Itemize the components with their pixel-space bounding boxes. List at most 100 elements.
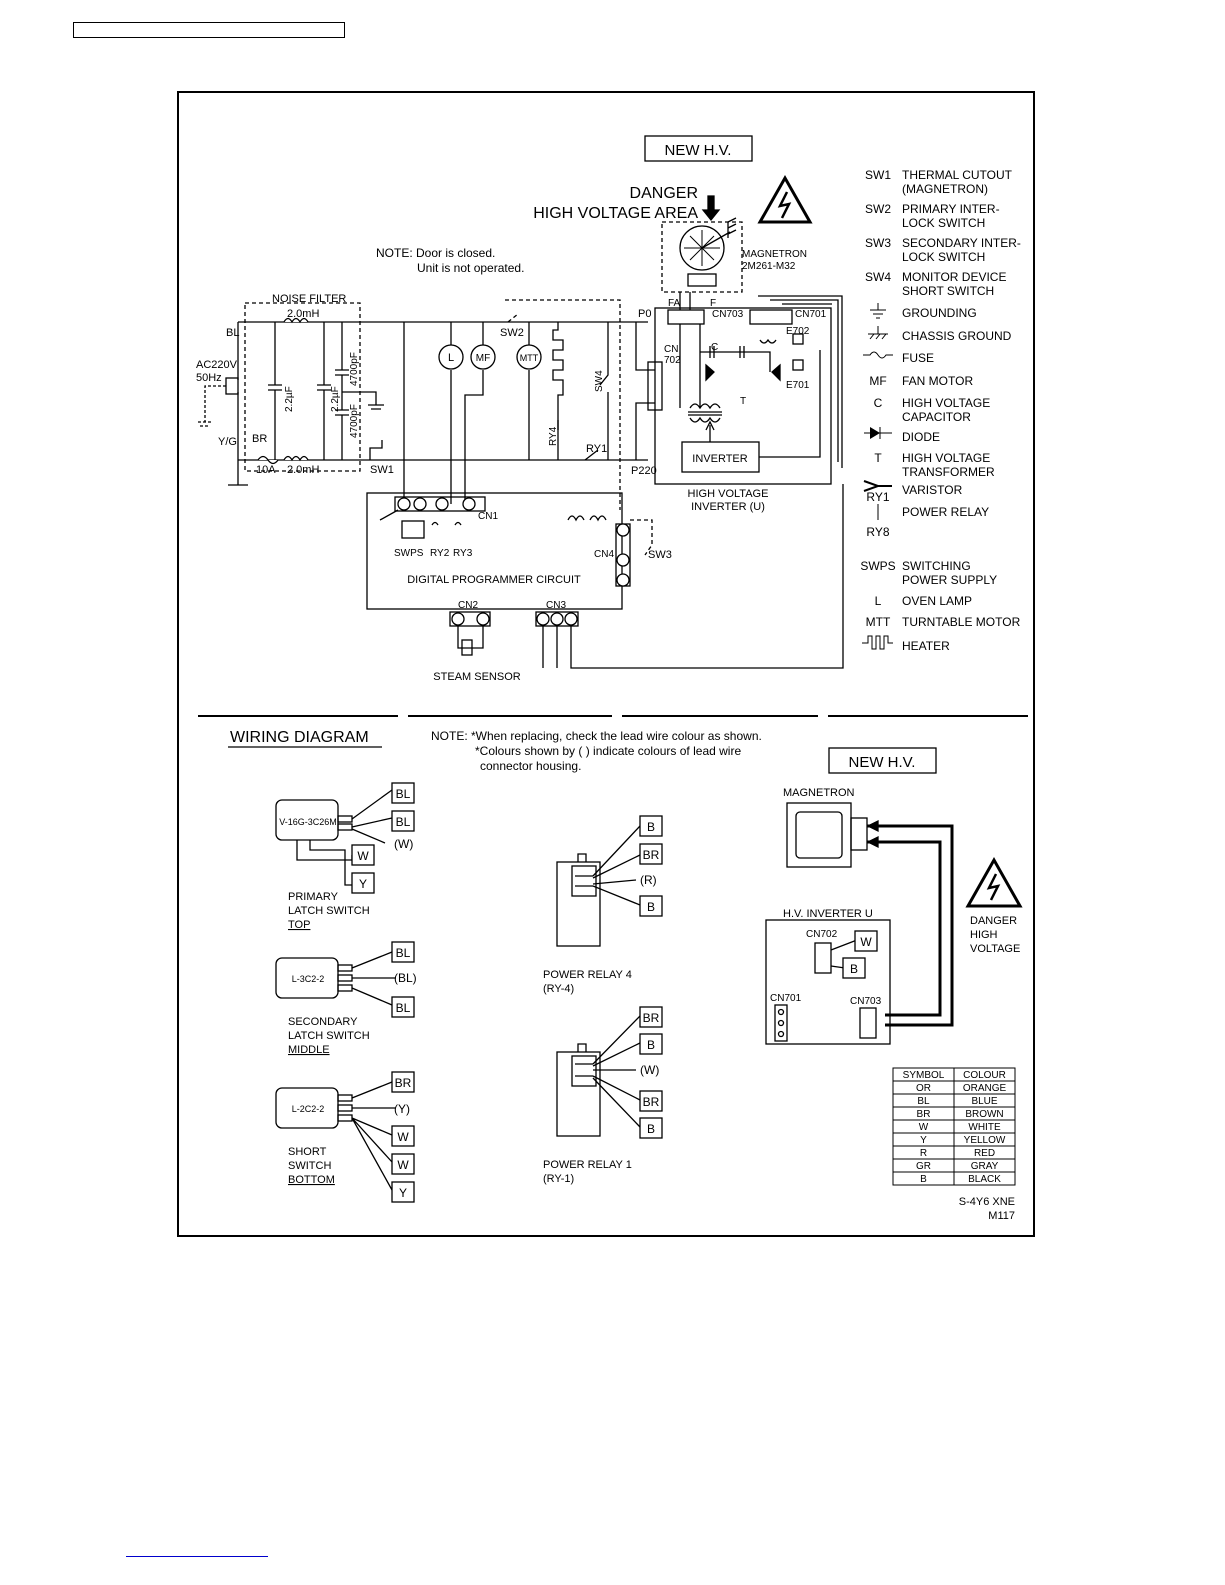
legend-symbol: MF bbox=[869, 374, 886, 388]
wire-colour-tag: W bbox=[854, 930, 878, 952]
wire-colour-label: Y bbox=[359, 877, 367, 891]
legend-description: (MAGNETRON) bbox=[902, 182, 988, 196]
high-voltage-warning-icon bbox=[757, 174, 813, 224]
legend-item: GROUNDING bbox=[870, 303, 977, 320]
wire-colour-label: W bbox=[860, 935, 872, 949]
danger-high-label-3: VOLTAGE bbox=[970, 943, 1020, 955]
table-cell: Y bbox=[920, 1135, 927, 1146]
fuse-icon bbox=[863, 351, 893, 359]
transformer-label: T bbox=[740, 396, 746, 407]
table-cell: YELLOW bbox=[964, 1135, 1006, 1146]
wire-colour-label: (BL) bbox=[394, 971, 417, 985]
table-cell: R bbox=[920, 1148, 927, 1159]
danger-high-voltage-icon bbox=[965, 856, 1023, 908]
cap-1-label: 2.2µF bbox=[284, 386, 295, 412]
short-switch-label-1: SHORT bbox=[288, 1146, 327, 1158]
cap-2 bbox=[317, 322, 331, 460]
relay1-label-1: POWER RELAY 1 bbox=[543, 1159, 632, 1171]
wire-colour-label: BR bbox=[643, 848, 660, 862]
relay-coils bbox=[567, 515, 607, 522]
danger-label: DANGER bbox=[630, 185, 698, 202]
wire-colour-label: B bbox=[850, 962, 858, 976]
primary-switch-label-1: PRIMARY bbox=[288, 891, 339, 903]
wire-colour-label: BL bbox=[396, 946, 411, 960]
sw2-link bbox=[505, 299, 621, 510]
secondary-switch-label-3: MIDDLE bbox=[288, 1044, 330, 1056]
table-cell: B bbox=[920, 1174, 927, 1185]
legend-item: CHASSIS GROUND bbox=[868, 326, 1012, 343]
steam-sensor bbox=[461, 639, 473, 656]
cn702-wires bbox=[635, 322, 655, 460]
legend-item: FUSE bbox=[863, 351, 934, 365]
legend-symbol: C bbox=[874, 396, 883, 410]
wire-colour-tag: B bbox=[842, 957, 866, 979]
wire-colour-label: B bbox=[647, 820, 655, 834]
wire-colour-label: (W) bbox=[394, 837, 413, 851]
e702-label: E702 bbox=[786, 326, 810, 337]
heater-icon bbox=[862, 635, 893, 650]
transformer-symbol bbox=[688, 403, 722, 423]
legend-item: DIODE bbox=[864, 427, 940, 444]
cn1-label: CN1 bbox=[478, 511, 498, 522]
wire-colour-tag: W bbox=[391, 1125, 415, 1147]
cn702-label-b: 702 bbox=[664, 355, 681, 366]
legend-description: GROUNDING bbox=[902, 306, 977, 320]
relay1-label-2: (RY-1) bbox=[543, 1173, 574, 1185]
primary-switch-label-3: TOP bbox=[288, 919, 310, 931]
wire-colour-label: BL bbox=[396, 815, 411, 829]
ac-label: AC220V bbox=[196, 359, 238, 371]
danger-high-label-2: HIGH bbox=[970, 929, 998, 941]
sw2-label: SW2 bbox=[500, 327, 524, 339]
table-cell: BLACK bbox=[968, 1174, 1001, 1185]
inductor-2 bbox=[283, 455, 309, 462]
relay4-label-1: POWER RELAY 4 bbox=[543, 969, 632, 981]
digital-programmer-box bbox=[366, 492, 623, 610]
wire-colour-tag: B bbox=[639, 895, 663, 917]
legend-symbol: SW2 bbox=[865, 202, 891, 216]
legend-symbol: MTT bbox=[866, 615, 891, 629]
note-line-2: Unit is not operated. bbox=[417, 261, 524, 275]
wire-colour-label: BR bbox=[395, 1076, 412, 1090]
legend-description: OVEN LAMP bbox=[902, 594, 972, 608]
table-cell: BL bbox=[917, 1096, 930, 1107]
diagram-frame bbox=[177, 91, 1035, 1237]
wire-colour-tag: BR bbox=[391, 1071, 415, 1093]
note-line-1: NOTE: Door is closed. bbox=[376, 246, 495, 260]
legend-description: VARISTOR bbox=[902, 483, 963, 497]
legend-description: SWITCHING bbox=[902, 559, 971, 573]
br-label: BR bbox=[252, 433, 267, 445]
cap-4-label: 4700pF bbox=[349, 404, 360, 438]
table-row: GR GRAY bbox=[892, 1158, 1016, 1173]
table-cell: GRAY bbox=[971, 1161, 999, 1172]
freq-label: 50Hz bbox=[196, 372, 222, 384]
p0-label: P0 bbox=[638, 308, 651, 320]
swps-label: SWPS bbox=[394, 548, 424, 559]
schematic bbox=[198, 135, 844, 669]
cn3-label: CN3 bbox=[546, 600, 566, 611]
danger-arrow-icon bbox=[701, 195, 721, 222]
wire-colour-tag: BR bbox=[639, 1006, 663, 1028]
wire-colour-label: W bbox=[397, 1158, 409, 1172]
relay4-label-2: (RY-4) bbox=[543, 983, 574, 995]
fuse-symbol bbox=[257, 455, 279, 465]
legend-description: HIGH VOLTAGE bbox=[902, 451, 990, 465]
legend-description: LOCK SWITCH bbox=[902, 216, 985, 230]
legend-symbol: RY8 bbox=[866, 525, 889, 539]
wire-colour-tag: BR bbox=[639, 1090, 663, 1112]
legend-item: VARISTOR bbox=[863, 480, 963, 497]
table-cell: GR bbox=[916, 1161, 931, 1172]
legend-description: SECONDARY INTER- bbox=[902, 236, 1021, 250]
wire-colour-label: W bbox=[397, 1130, 409, 1144]
cn1-connector bbox=[394, 496, 486, 512]
table-row: B BLACK bbox=[892, 1171, 1016, 1186]
legend-description: HEATER bbox=[902, 639, 950, 653]
short-switch-label-2: SWITCH bbox=[288, 1160, 331, 1172]
legend-description: CAPACITOR bbox=[902, 410, 971, 424]
secondary-switch-label-1: SECONDARY bbox=[288, 1016, 358, 1028]
